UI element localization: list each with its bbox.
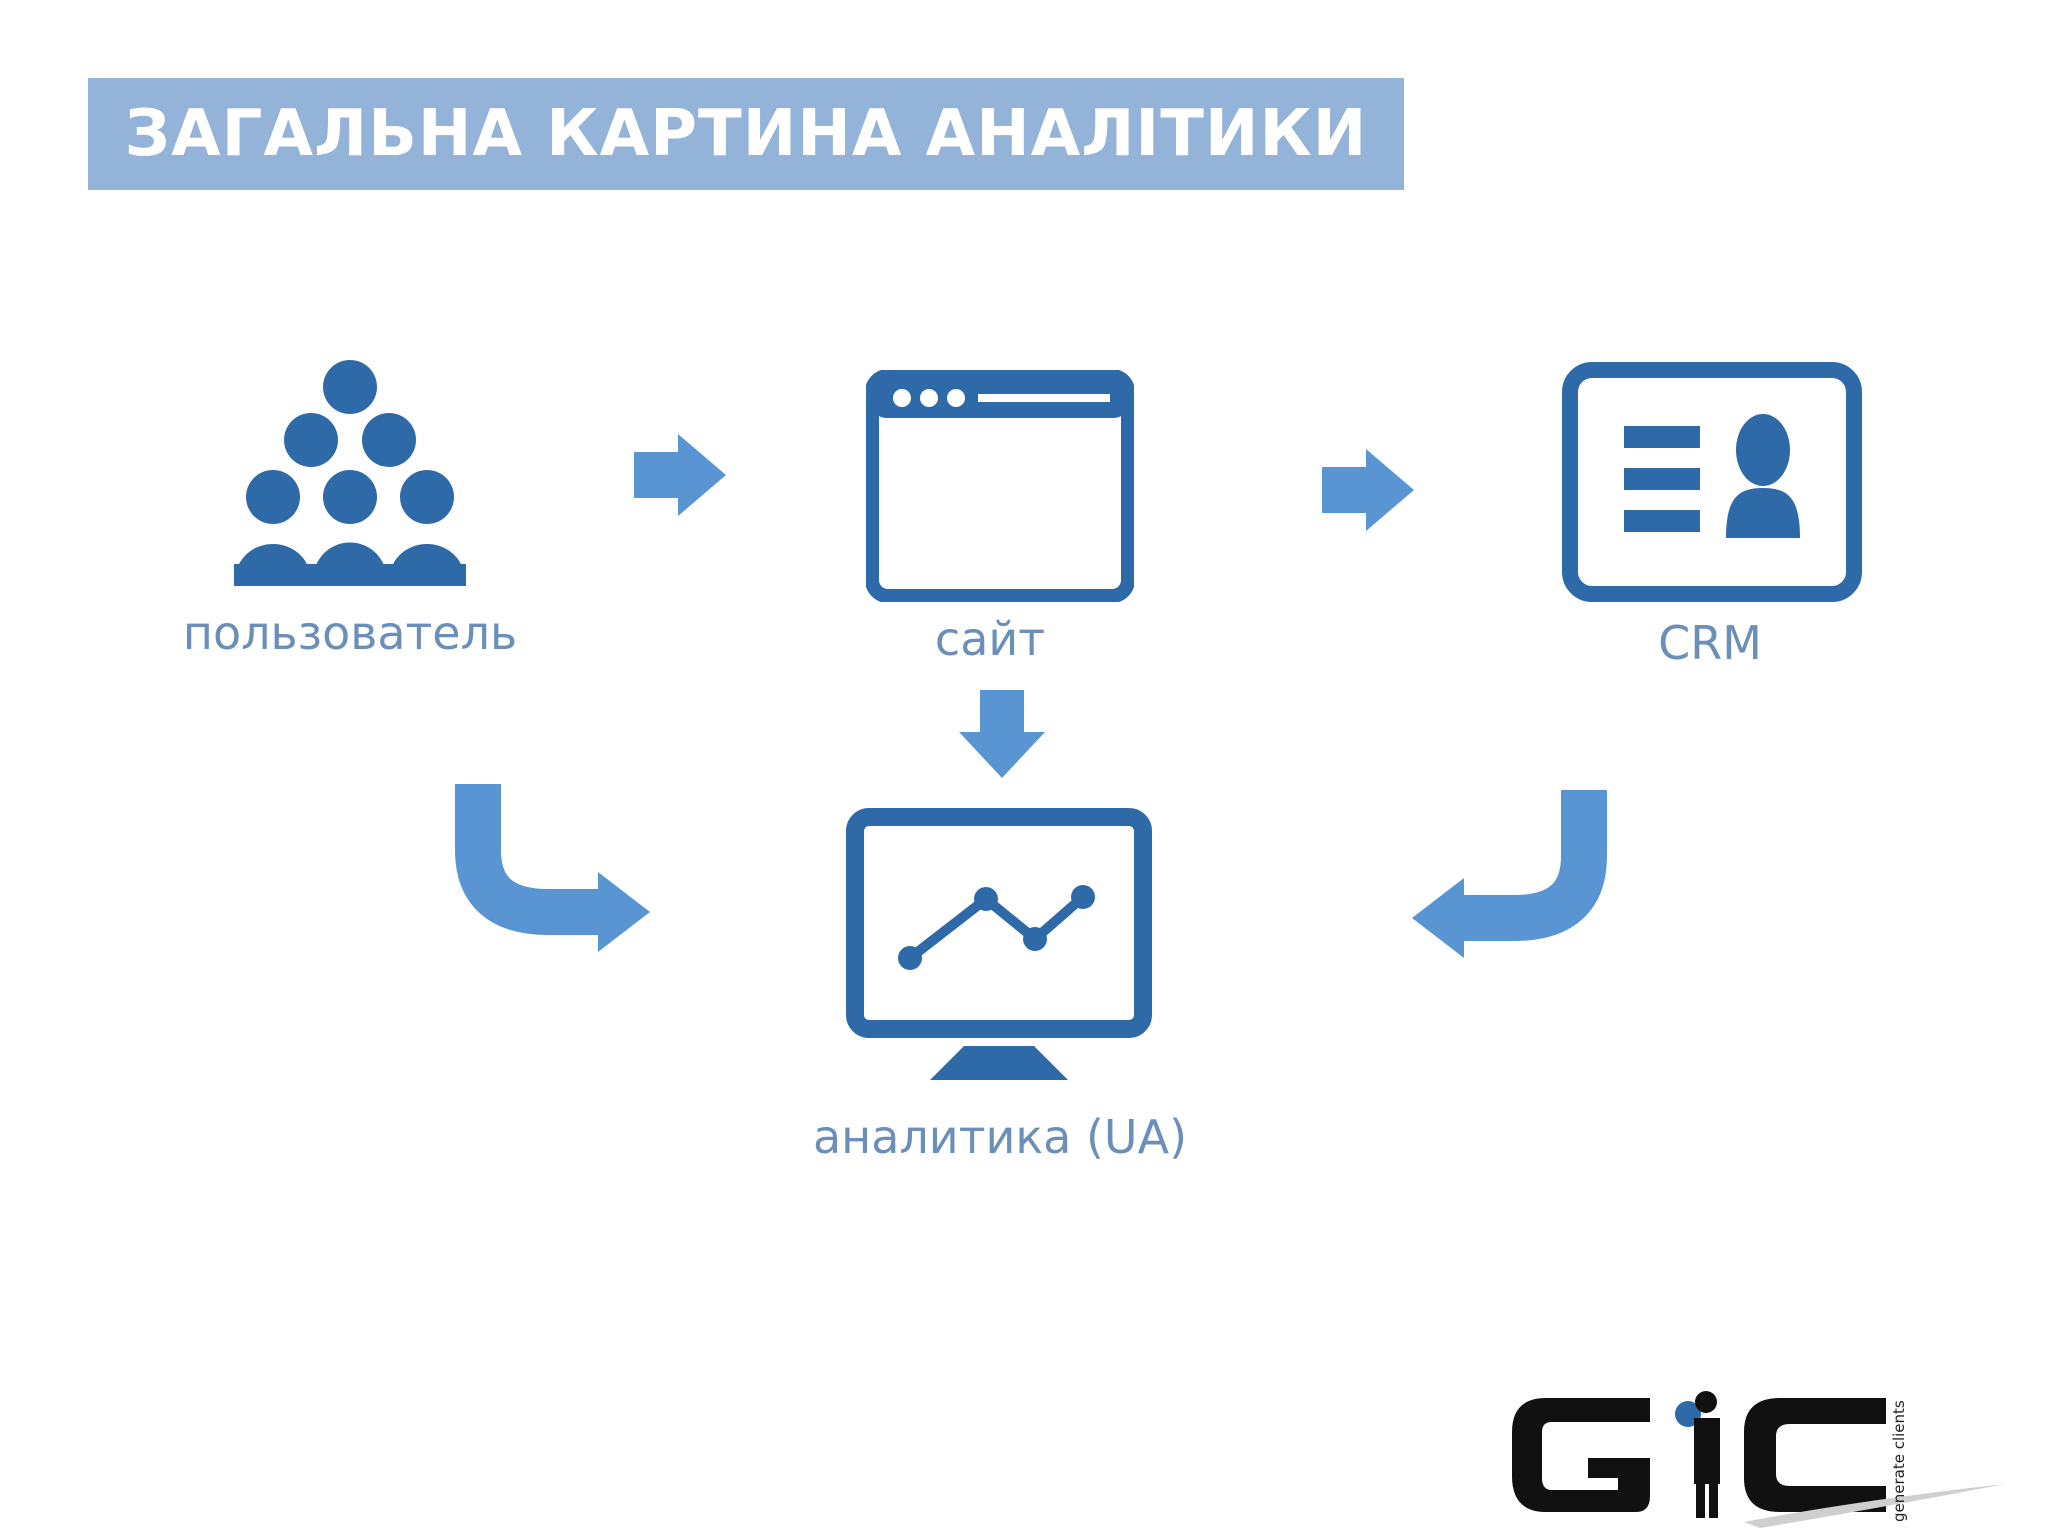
- gic-logo-mark: [1512, 1391, 2005, 1528]
- logo-tagline: generate clients: [1890, 1400, 1908, 1522]
- browser-window-icon: [866, 370, 1134, 602]
- arrow-down-icon: [959, 690, 1045, 778]
- node-label-crm: CRM: [1658, 616, 1762, 670]
- title-banner: ЗАГАЛЬНА КАРТИНА АНАЛІТИКИ: [88, 78, 1404, 190]
- node-label-user: пользователь: [182, 606, 518, 660]
- users-group-icon: [234, 360, 466, 586]
- arrow-right-icon: [634, 434, 726, 516]
- node-label-analytics: аналитика (UA): [812, 1110, 1188, 1164]
- curved-arrow-right-icon: [455, 784, 650, 952]
- curved-arrow-left-icon: [1412, 790, 1607, 958]
- page-title: ЗАГАЛЬНА КАРТИНА АНАЛІТИКИ: [124, 97, 1368, 171]
- gic-logo: generate clients: [1500, 1372, 2020, 1532]
- node-label-site: сайт: [934, 612, 1046, 666]
- contact-card-icon: [1562, 362, 1862, 602]
- monitor-chart-icon: [846, 808, 1152, 1080]
- arrow-right-icon: [1322, 449, 1414, 531]
